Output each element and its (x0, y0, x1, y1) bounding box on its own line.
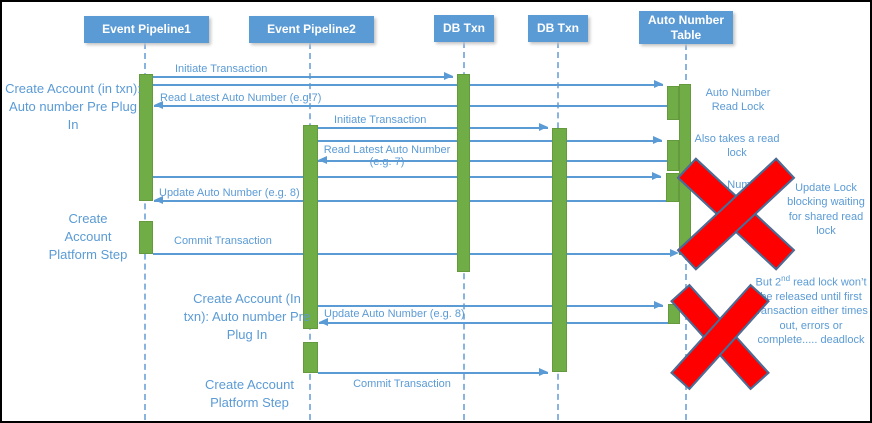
message-line-update-auto-number-2 (319, 322, 680, 324)
step-label-create-account-pre-plugin-1: Create Account (in txn): Auto number Pre… (5, 81, 141, 132)
participant-event-pipeline2: Event Pipeline2 (249, 16, 374, 43)
participant-label: Event Pipeline2 (267, 22, 356, 37)
arrowhead-right-icon (444, 72, 453, 80)
note-deadlock: But 2nd read lock won’t be released unti… (752, 274, 870, 347)
arrowhead-right-icon (539, 123, 548, 131)
arrowhead-right-icon (654, 80, 663, 88)
participant-db-txn-1: DB Txn (434, 15, 494, 42)
arrowhead-left-icon (154, 101, 163, 109)
arrowhead-left-icon (318, 156, 327, 164)
activation-bar-ep2-main (303, 125, 318, 329)
participant-label: Auto Number Table (648, 13, 724, 42)
message-line-update-auto-number-1 (154, 200, 678, 202)
activation-bar-ep1-main (139, 74, 153, 201)
arrowhead-right-icon (670, 249, 679, 257)
message-label-initiate-transaction-1: Initiate Transaction (175, 63, 268, 75)
participant-db-txn-2: DB Txn (528, 15, 588, 42)
arrowhead-right-icon (654, 301, 663, 309)
note-auto-number-read-lock: Auto Number Read Lock (705, 87, 771, 114)
message-line-commit-transaction-2 (318, 372, 548, 374)
activation-bar-db-txn-2 (552, 128, 567, 372)
step-label-platform-step-2: Create Account Platform Step (205, 377, 294, 410)
arrowhead-right-icon (652, 172, 661, 180)
activation-bar-read-lock-2 (667, 140, 679, 171)
arrowhead-right-icon (539, 368, 548, 376)
note-deadlock-rest: read lock won’t be released until first … (754, 276, 868, 346)
message-label-update-auto-number-1: Update Auto Number (e.g. 8) (159, 187, 300, 199)
activation-bar-update-lock-1 (666, 173, 679, 202)
note-deadlock-ordinal: nd (781, 274, 791, 283)
message-label-update-auto-number-2: Update Auto Number (e.g. 8) (324, 308, 465, 320)
activation-bar-db-txn-1 (457, 74, 470, 272)
note-deadlock-prefix: But 2 (755, 276, 782, 289)
message-line-update-request-1 (153, 176, 661, 178)
activation-bar-read-lock-1 (667, 86, 679, 120)
message-line-initiate-transaction-1 (153, 76, 453, 78)
step-label-platform-step-1: Create Account Platform Step (48, 211, 128, 262)
activation-bar-ep1-commit (139, 221, 153, 254)
arrowhead-left-icon (154, 196, 163, 204)
error-x-icon-1 (676, 157, 796, 271)
message-label-read-latest-2-line1: Read Latest Auto Number (323, 144, 451, 156)
message-label-commit-transaction-2: Commit Transaction (353, 378, 451, 390)
message-label-initiate-transaction-2: Initiate Transaction (334, 114, 427, 126)
message-line-read-latest-auto-number-2 (318, 160, 679, 162)
participant-label: Event Pipeline1 (102, 22, 191, 37)
arrowhead-right-icon (653, 136, 662, 144)
message-line-update-request-2 (318, 305, 663, 307)
note-also-takes-read-lock: Also takes a read lock (694, 133, 780, 160)
participant-label: DB Txn (443, 21, 485, 36)
message-line-read-request-1 (153, 84, 663, 86)
participant-event-pipeline1: Event Pipeline1 (84, 16, 209, 43)
arrowhead-left-icon (319, 318, 328, 326)
message-line-read-latest-auto-number-1 (154, 105, 679, 107)
message-line-read-request-2 (318, 140, 662, 142)
step-label-create-account-pre-plugin-2: Create Account (In txn): Auto number Pre… (183, 291, 311, 342)
participant-label: DB Txn (537, 21, 579, 36)
note-update-lock-blocking: Update Lock blocking waiting for shared … (787, 182, 865, 237)
error-x-icon-2 (670, 283, 770, 391)
activation-bar-ep2-commit (303, 342, 318, 373)
message-label-read-latest-2-line2: (e.g. 7) (369, 156, 405, 168)
message-label-commit-transaction-1: Commit Transaction (174, 235, 272, 247)
participant-auto-number-table: Auto Number Table (639, 11, 733, 44)
message-line-initiate-transaction-2 (318, 127, 548, 129)
message-label-read-latest-1: Read Latest Auto Number (e.g.7) (160, 92, 322, 104)
message-line-commit-transaction-1 (153, 253, 674, 255)
